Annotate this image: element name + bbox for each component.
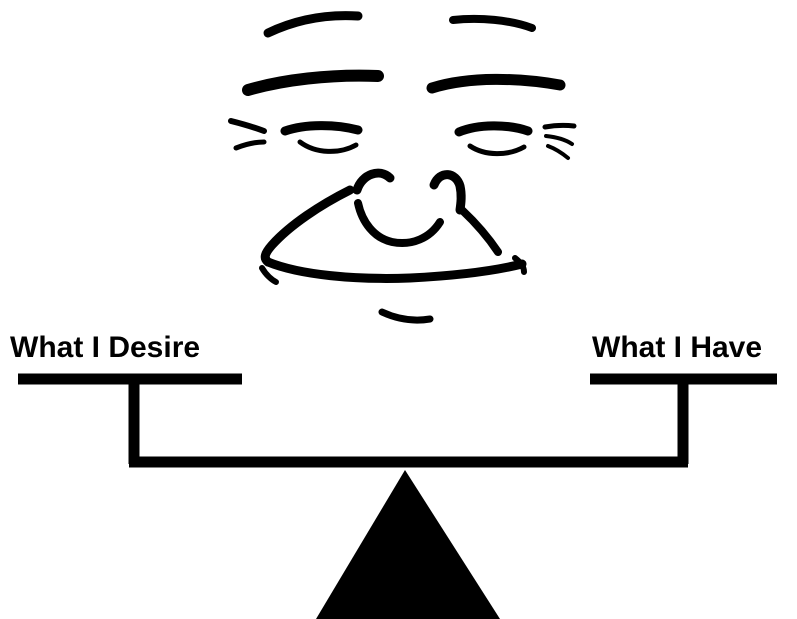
label-what-i-desire: What I Desire — [10, 331, 200, 365]
right-crows-feet-3 — [548, 146, 568, 158]
chin — [382, 312, 430, 320]
left-crows-feet-top — [231, 121, 264, 131]
left-eye-lash — [300, 142, 356, 151]
nose-right-nostril — [434, 175, 461, 210]
left-eyebrow — [248, 76, 378, 90]
face-drawing — [231, 16, 574, 320]
fulcrum-triangle — [316, 470, 500, 619]
right-crows-feet-2 — [546, 136, 572, 144]
right-eye-lash — [470, 146, 524, 154]
mouth-corner-left — [262, 268, 276, 282]
mouth — [268, 262, 522, 278]
left-eye-lid — [285, 126, 358, 131]
nose-left-nostril — [357, 173, 390, 190]
forehead-wrinkle-right — [453, 19, 532, 28]
nose-bottom — [358, 203, 440, 243]
right-cheek-line — [462, 210, 498, 252]
right-eyebrow — [432, 79, 560, 88]
right-eye-lid — [459, 126, 528, 132]
label-what-i-have: What I Have — [592, 331, 762, 365]
balance-scale — [18, 374, 777, 619]
right-crows-feet-1 — [545, 125, 574, 127]
forehead-wrinkle-left — [268, 16, 358, 33]
left-crows-feet-bottom — [236, 142, 264, 148]
left-cheek-line — [265, 190, 350, 262]
